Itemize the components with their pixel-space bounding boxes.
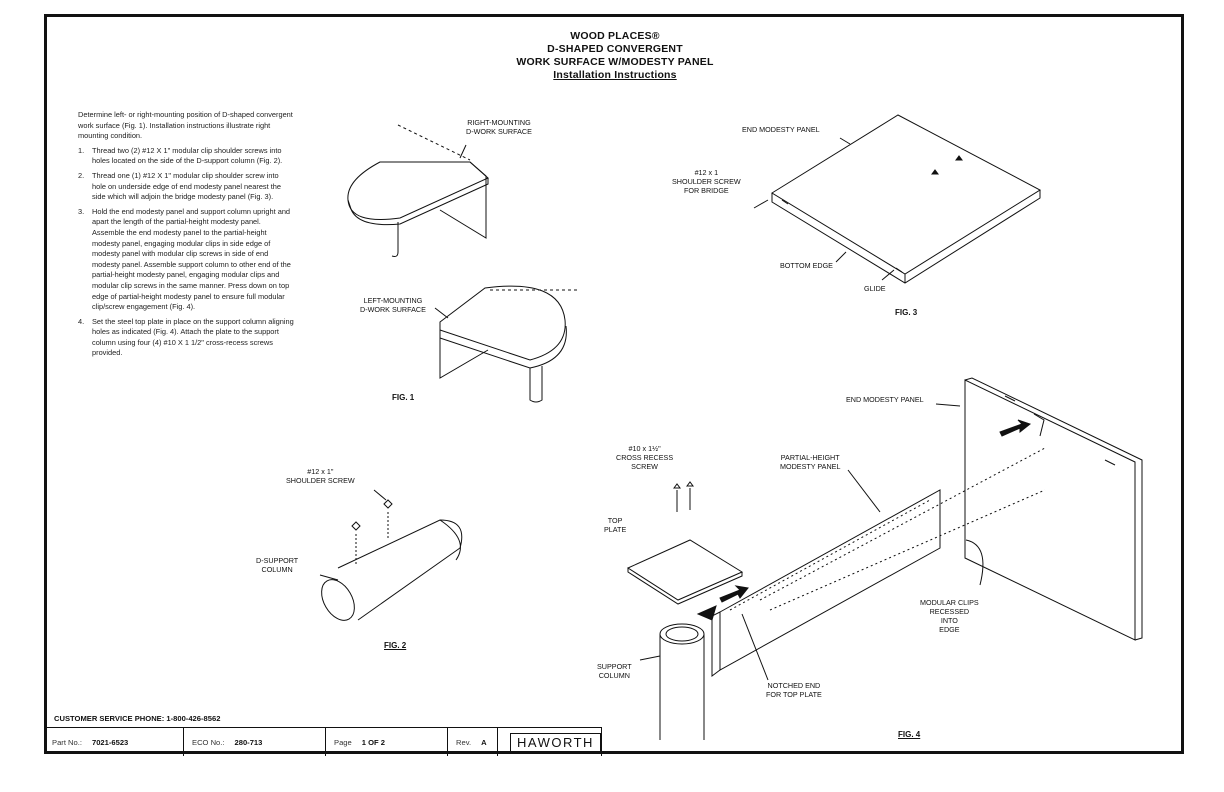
label-bottom-edge: BOTTOM EDGE <box>780 261 833 270</box>
label-left-mounting: LEFT-MOUNTING D-WORK SURFACE <box>360 296 426 314</box>
fig1-left-mounting-surface <box>434 285 580 403</box>
document-title: WOOD PLACES® D-SHAPED CONVERGENT WORK SU… <box>450 30 780 82</box>
label-cross-recess-screw: #10 x 1½" CROSS RECESS SCREW <box>616 444 674 471</box>
label-shoulder-screw-bridge: #12 x 1 SHOULDER SCREW FOR BRIDGE <box>672 168 741 195</box>
eco-number-cell: ECO No.: 280-713 <box>184 728 326 756</box>
fig4-caption: FIG. 4 <box>898 730 921 739</box>
label-top-plate: TOP PLATE <box>604 516 627 534</box>
label-shoulder-screw-fig2: #12 x 1" SHOULDER SCREW <box>286 467 355 485</box>
label-support-column: SUPPORT COLUMN <box>597 662 632 680</box>
brand-cell: HAWORTH <box>498 728 602 756</box>
revision-cell: Rev. A <box>448 728 498 756</box>
instruction-step: 2.Thread one (1) #12 X 1" modular clip s… <box>78 170 282 202</box>
fig1-caption: FIG. 1 <box>392 393 415 402</box>
fig1-right-mounting-surface <box>347 124 489 257</box>
fig3-end-modesty-panel <box>753 114 1042 284</box>
fig4-assembly <box>626 377 1143 740</box>
installation-instructions: Determine left- or right-mounting positi… <box>78 110 294 363</box>
label-d-support-column: D-SUPPORT COLUMN <box>256 556 299 574</box>
instruction-step: 3.Hold the end modesty panel and support… <box>78 206 291 312</box>
label-partial-height-panel: PARTIAL-HEIGHT MODESTY PANEL <box>780 453 841 471</box>
label-notched-end: NOTCHED END FOR TOP PLATE <box>766 681 822 699</box>
fig2-caption: FIG. 2 <box>384 641 407 650</box>
instruction-step: 1.Thread two (2) #12 X 1" modular clip s… <box>78 145 283 166</box>
drawing-sheet-border <box>44 14 1184 754</box>
footer-title-block: Part No.: 7021-6523 ECO No.: 280-713 Pag… <box>44 727 602 756</box>
label-end-modesty-panel-fig4: END MODESTY PANEL <box>846 395 924 404</box>
fig2-d-support-column <box>319 489 463 621</box>
part-number-cell: Part No.: 7021-6523 <box>44 728 184 756</box>
instructions-intro: Determine left- or right-mounting positi… <box>78 110 293 141</box>
label-right-mounting: RIGHT-MOUNTING D-WORK SURFACE <box>466 118 532 136</box>
instruction-step: 4.Set the steel top plate in place on th… <box>78 316 294 358</box>
title-line-3: WORK SURFACE W/MODESTY PANEL <box>516 56 714 68</box>
title-line-4: Installation Instructions <box>553 69 677 81</box>
label-end-modesty-panel-fig3: END MODESTY PANEL <box>742 125 820 134</box>
title-line-1: WOOD PLACES® <box>570 30 660 42</box>
label-modular-clips: MODULAR CLIPS RECESSED INTO EDGE <box>920 598 979 634</box>
label-glide: GLIDE <box>864 284 886 293</box>
fig3-caption: FIG. 3 <box>895 308 918 317</box>
title-line-2: D-SHAPED CONVERGENT <box>547 43 683 55</box>
page-number-cell: Page 1 OF 2 <box>326 728 448 756</box>
customer-service-phone: CUSTOMER SERVICE PHONE: 1-800-426-8562 <box>54 714 221 723</box>
haworth-logo: HAWORTH <box>510 732 601 752</box>
instruction-steps: 1.Thread two (2) #12 X 1" modular clip s… <box>78 146 294 359</box>
